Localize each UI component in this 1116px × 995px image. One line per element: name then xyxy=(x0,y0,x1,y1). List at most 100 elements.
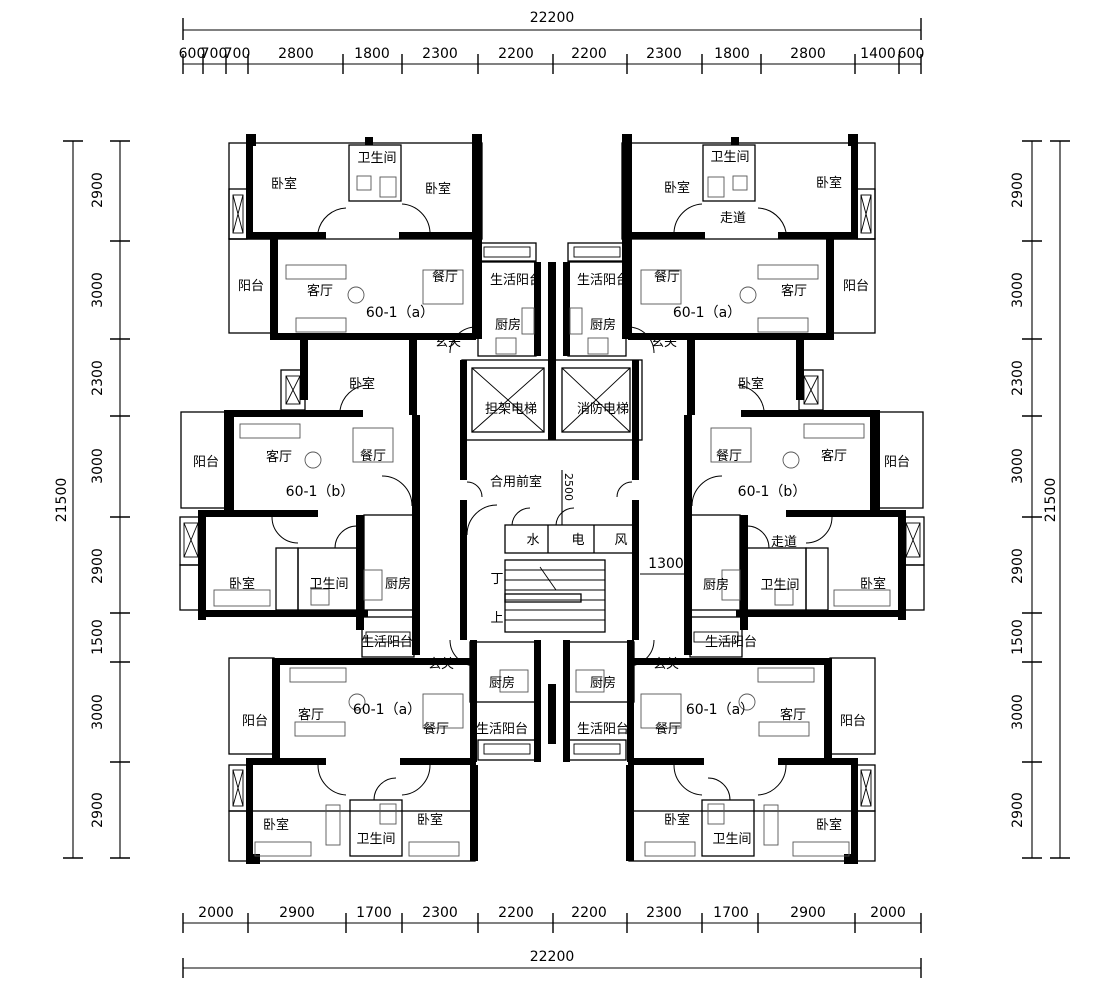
label-service-balcony: 生活阳台 xyxy=(577,722,629,737)
label-bedroom: 卧室 xyxy=(664,812,690,828)
label-bedroom: 卧室 xyxy=(349,376,375,392)
label-entry: 玄关 xyxy=(653,657,679,672)
bottom-dim-5: 2200 xyxy=(498,905,534,921)
left-dim-3: 2300 xyxy=(90,360,106,396)
label-kitchen: 厨房 xyxy=(495,317,521,333)
bottom-dim-6: 2200 xyxy=(571,905,607,921)
label-kitchen: 厨房 xyxy=(489,675,515,691)
label-kitchen: 厨房 xyxy=(385,576,411,592)
bottom-dim-10: 2000 xyxy=(870,905,906,921)
label-living: 客厅 xyxy=(821,448,847,464)
label-hallway: 走道 xyxy=(720,211,746,226)
left-dim-6: 1500 xyxy=(90,619,106,655)
label-kitchen: 厨房 xyxy=(703,577,729,593)
bottom-dim-4: 2300 xyxy=(422,905,458,921)
label-service-balcony: 生活阳台 xyxy=(476,722,528,737)
top-dim-3: 700 xyxy=(224,46,251,62)
label-living: 客厅 xyxy=(307,283,333,299)
label-living: 客厅 xyxy=(266,449,292,465)
label-dining: 餐厅 xyxy=(654,269,680,285)
label-bathroom: 卫生间 xyxy=(760,578,799,593)
left-dim-4: 3000 xyxy=(90,448,106,484)
label-bedroom: 卧室 xyxy=(425,181,451,197)
label-dining: 餐厅 xyxy=(655,721,681,737)
label-hallway: 走道 xyxy=(771,535,797,550)
left-dim-1: 2900 xyxy=(90,172,106,208)
label-balcony: 阳台 xyxy=(884,455,910,470)
unit-label-a: 60-1（a） xyxy=(353,702,421,718)
bottom-dimension-lines: 2000 2900 1700 2300 2200 2200 2300 1700 … xyxy=(182,905,922,978)
unit-label-a: 60-1（a） xyxy=(673,305,741,321)
label-dining: 餐厅 xyxy=(423,721,449,737)
label-bedroom: 卧室 xyxy=(271,176,297,192)
right-dim-4: 3000 xyxy=(1010,448,1026,484)
left-half-walls xyxy=(179,134,541,864)
label-bathroom: 卫生间 xyxy=(712,832,751,847)
top-dim-12: 1400 xyxy=(860,46,896,62)
label-bathroom: 卫生间 xyxy=(356,832,395,847)
right-dim-7: 3000 xyxy=(1010,694,1026,730)
left-dimension-lines: 21500 2900 3000 2300 3000 2900 1500 3000… xyxy=(54,140,130,859)
top-dim-9: 2300 xyxy=(646,46,682,62)
label-bedroom: 卧室 xyxy=(738,376,764,392)
label-balcony: 阳台 xyxy=(238,279,264,294)
label-dining: 餐厅 xyxy=(716,448,742,464)
label-shared-lobby: 合用前室 xyxy=(490,474,542,490)
top-dim-2: 700 xyxy=(201,46,228,62)
right-dim-5: 2900 xyxy=(1010,548,1026,584)
stair-mark-up: 丁 xyxy=(490,572,503,587)
label-service-balcony: 生活阳台 xyxy=(490,273,542,288)
top-dim-4: 2800 xyxy=(278,46,314,62)
right-dim-6: 1500 xyxy=(1010,619,1026,655)
bottom-total-dim: 22200 xyxy=(530,949,575,965)
top-dim-7: 2200 xyxy=(498,46,534,62)
unit-label-b: 60-1（b） xyxy=(738,484,807,500)
left-total-dim: 21500 xyxy=(54,478,70,523)
label-bedroom: 卧室 xyxy=(816,175,842,191)
label-water-shaft: 水 xyxy=(526,533,539,548)
label-bedroom: 卧室 xyxy=(229,576,255,592)
bottom-dim-3: 1700 xyxy=(356,905,392,921)
label-fire-elevator: 消防电梯 xyxy=(577,401,629,417)
right-dimension-lines: 21500 2900 3000 2300 3000 2900 1500 3000… xyxy=(1010,140,1070,859)
label-service-balcony: 生活阳台 xyxy=(705,635,757,650)
right-dim-1: 2900 xyxy=(1010,172,1026,208)
top-dim-6: 2300 xyxy=(422,46,458,62)
label-bedroom: 卧室 xyxy=(860,576,886,592)
label-entry: 玄关 xyxy=(428,657,454,672)
stair-gap-dim: 1300 xyxy=(648,556,684,572)
label-living: 客厅 xyxy=(780,707,806,723)
top-dim-5: 1800 xyxy=(354,46,390,62)
bottom-dim-1: 2000 xyxy=(198,905,234,921)
left-dim-7: 3000 xyxy=(90,694,106,730)
core-block xyxy=(460,262,686,744)
label-balcony: 阳台 xyxy=(242,714,268,729)
top-dim-11: 2800 xyxy=(790,46,826,62)
label-bedroom: 卧室 xyxy=(417,812,443,828)
bottom-dim-8: 1700 xyxy=(713,905,749,921)
bottom-dim-7: 2300 xyxy=(646,905,682,921)
label-balcony: 阳台 xyxy=(193,455,219,470)
right-total-dim: 21500 xyxy=(1043,478,1059,523)
label-bathroom: 卫生间 xyxy=(710,150,749,165)
label-bathroom: 卫生间 xyxy=(357,151,396,166)
top-dim-10: 1800 xyxy=(714,46,750,62)
label-dining: 餐厅 xyxy=(360,448,386,464)
label-living: 客厅 xyxy=(781,283,807,299)
label-bedroom: 卧室 xyxy=(816,817,842,833)
top-total-dim: 22200 xyxy=(530,10,575,26)
label-balcony: 阳台 xyxy=(840,714,866,729)
label-wind-shaft: 风 xyxy=(614,533,627,548)
label-dining: 餐厅 xyxy=(432,269,458,285)
label-stretcher-elevator: 担架电梯 xyxy=(485,402,537,417)
stair-mark-down: 上 xyxy=(490,611,503,626)
label-electric-shaft: 电 xyxy=(571,533,584,548)
left-dim-8: 2900 xyxy=(90,792,106,828)
label-entry: 玄关 xyxy=(435,335,461,350)
left-dim-5: 2900 xyxy=(90,548,106,584)
right-dim-3: 2300 xyxy=(1010,360,1026,396)
label-entry: 玄关 xyxy=(651,335,677,350)
label-kitchen: 厨房 xyxy=(590,675,616,691)
label-balcony: 阳台 xyxy=(843,279,869,294)
